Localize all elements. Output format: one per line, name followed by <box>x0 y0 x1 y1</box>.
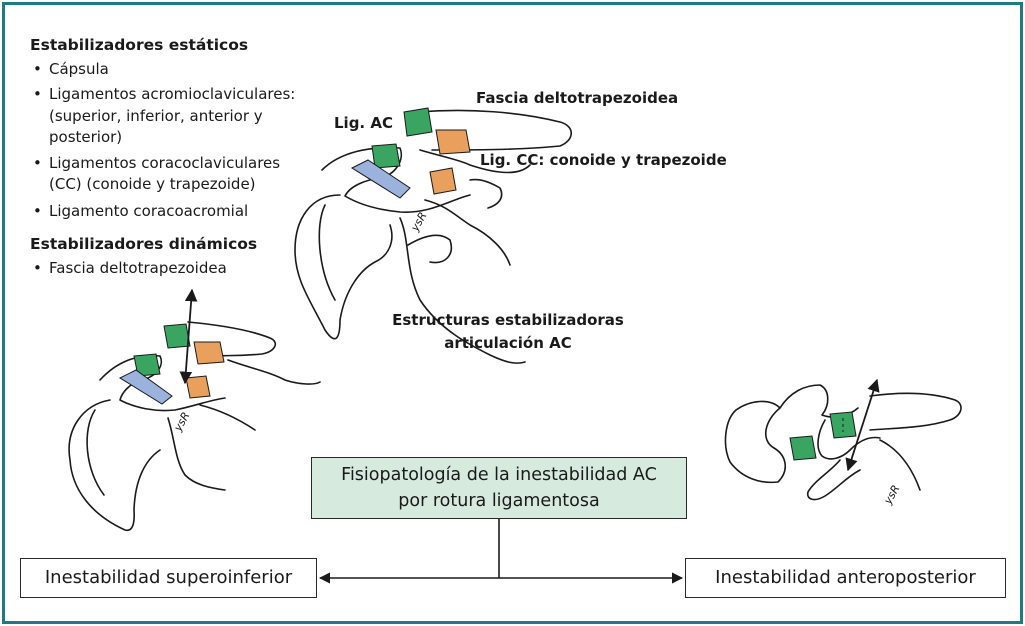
lig-ac-green-left <box>163 323 191 349</box>
lig-ac-green-right-1 <box>789 435 817 461</box>
label-fascia-deltotrapezoidea: Fascia deltotrapezoidea <box>476 89 679 107</box>
central-box-fisiopatologia: Fisiopatología de la inestabilidad AC po… <box>311 457 687 519</box>
humerus-head-left <box>68 399 161 532</box>
shoulder-right-illustration: ysR <box>724 384 962 508</box>
lig-ac-green-top <box>403 107 433 137</box>
ligaments-top <box>350 107 471 199</box>
box-inestabilidad-anteroposterior: Inestabilidad anteroposterior <box>685 558 1006 598</box>
flow-connectors <box>318 519 684 584</box>
lig-cc-orange-left-1 <box>193 341 225 365</box>
label-estructuras-line1: Estructuras estabilizadoras <box>392 311 624 329</box>
humerus-right <box>724 400 786 484</box>
clavicle-right <box>869 392 962 431</box>
superoinferior-arrow <box>179 288 198 385</box>
signature-left: ysR <box>171 410 193 435</box>
lig-cc-orange-top-2 <box>429 167 457 195</box>
signature-top: ysR <box>408 210 430 235</box>
label-estructuras-line2: articulación AC <box>444 334 572 352</box>
capsule-blue-left <box>118 369 173 405</box>
central-box-line1: Fisiopatología de la inestabilidad AC <box>341 465 657 485</box>
static-stabilizers-heading: Estabilizadores estáticos <box>30 36 249 54</box>
lig-cc-orange-left-2 <box>185 375 211 399</box>
capsule-blue-top <box>350 159 411 199</box>
clavicle-left <box>187 321 277 357</box>
anteroposterior-arrow <box>845 378 880 472</box>
coracoid-top <box>469 178 503 209</box>
scapula-left <box>167 417 226 491</box>
lig-cc-orange-top-1 <box>435 129 471 155</box>
signature-right: ysR <box>881 483 903 508</box>
lig-ac-green-lower-left <box>133 353 161 377</box>
clavicle-top <box>417 109 573 151</box>
central-box-line2: por rotura ligamentosa <box>398 491 600 511</box>
lig-ac-green-lower-top <box>371 143 401 169</box>
shoulder-left-illustration: ysR <box>68 321 321 532</box>
box-inestabilidad-superoinferior: Inestabilidad superoinferior <box>20 558 317 598</box>
label-lig-cc: Lig. CC: conoide y trapezoide <box>480 151 727 169</box>
coracoid-right <box>806 459 861 501</box>
ligaments-left <box>118 323 225 405</box>
humerus-head-top <box>294 194 393 340</box>
dynamic-stabilizers-heading: Estabilizadores dinámicos <box>30 235 258 253</box>
label-lig-ac: Lig. AC <box>334 114 393 132</box>
scapula-top <box>399 217 526 364</box>
